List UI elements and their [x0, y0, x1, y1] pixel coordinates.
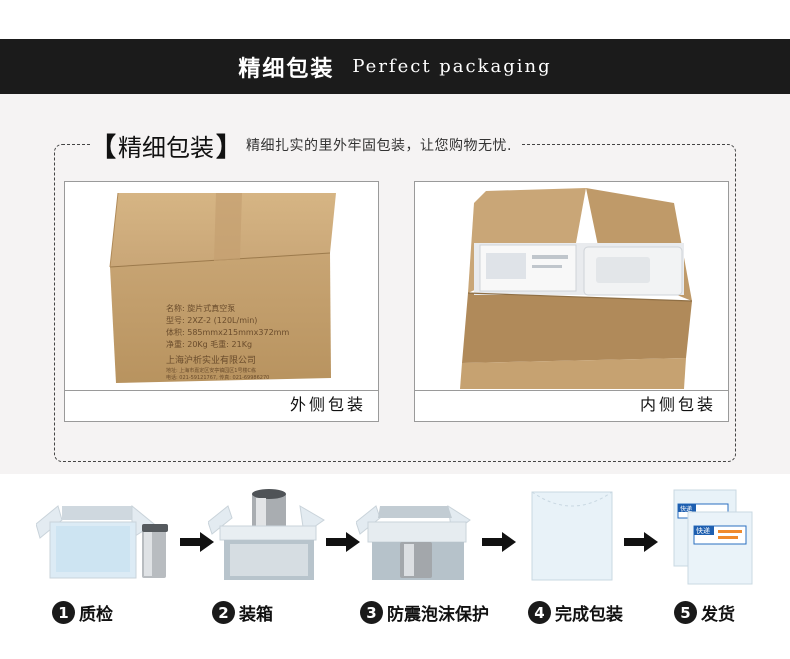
section-subtitle: 精细扎实的里外牢固包装，让您购物无忧. — [246, 138, 512, 154]
box-label-line-1: 名称: 旋片式真空泵 — [166, 303, 235, 313]
step-5-number: 5 — [674, 601, 697, 624]
step-2-text: 装箱 — [239, 605, 273, 625]
caption-outer-packaging: 外侧包装 — [289, 395, 366, 414]
step-3-text: 防震泡沫保护 — [387, 605, 489, 625]
express-tag-front: 快递 — [696, 526, 710, 535]
arrow-icon-3 — [482, 532, 516, 556]
step-3-label: 3 防震泡沫保护 — [360, 600, 489, 625]
step-2-number: 2 — [212, 601, 235, 624]
arrow-icon-2 — [326, 532, 360, 556]
step-2-illustration — [207, 486, 338, 590]
banner-title-en: Perfect packaging — [352, 56, 552, 77]
step-2-label: 2 装箱 — [212, 600, 273, 625]
step-1-text: 质检 — [79, 605, 113, 625]
bracket-right: 】 — [216, 132, 243, 163]
box-label-line-3: 体积: 585mmx215mmx372mm — [166, 327, 289, 337]
section-title: 【 精细包装 】 精细扎实的里外牢固包装，让您购物无忧. — [90, 128, 520, 163]
section-heading: 精细包装 — [118, 133, 215, 162]
step-4-label: 4 完成包装 — [528, 600, 623, 625]
step-3-number: 3 — [360, 601, 383, 624]
caption-inner-packaging: 内侧包装 — [639, 395, 716, 414]
step-3-illustration — [355, 486, 476, 590]
express-tag-back: 快递 — [680, 505, 692, 513]
step-4-illustration — [528, 486, 618, 590]
photo-card-outer: 名称: 旋片式真空泵 型号: 2XZ-2 (120L/min) 体积: 585m… — [64, 181, 379, 422]
box-label-phone: 电话: 021-59121767, 传真: 021-69986270 — [166, 374, 269, 381]
step-4-text: 完成包装 — [555, 605, 623, 625]
step-1-illustration — [35, 486, 186, 590]
step-1-label: 1 质检 — [52, 600, 113, 625]
arrow-icon-4 — [624, 532, 658, 556]
box-label-line-4: 净重: 20Kg 毛重: 21Kg — [166, 339, 252, 349]
banner-title-cn: 精细包装 — [238, 56, 335, 82]
outer-box-photo: 名称: 旋片式真空泵 型号: 2XZ-2 (120L/min) 体积: 585m… — [66, 183, 377, 389]
photo-card-inner: 内侧包装 — [414, 181, 729, 422]
arrow-icon-1 — [180, 532, 214, 556]
box-label-company: 上海沪析实业有限公司 — [166, 354, 256, 366]
inner-box-photo — [416, 183, 727, 389]
step-5-illustration: 快递 快递 — [666, 486, 756, 590]
bracket-left: 【 — [90, 132, 117, 163]
box-label-line-2: 型号: 2XZ-2 (120L/min) — [166, 316, 257, 325]
step-5-text: 发货 — [701, 605, 735, 625]
top-banner: 精细包装 Perfect packaging — [0, 39, 790, 94]
step-1-number: 1 — [52, 601, 75, 624]
step-4-number: 4 — [528, 601, 551, 624]
step-5-label: 5 发货 — [674, 600, 735, 625]
box-label-address: 地址: 上海市嘉定区安亭镇园区1号楼C栋 — [166, 367, 256, 374]
